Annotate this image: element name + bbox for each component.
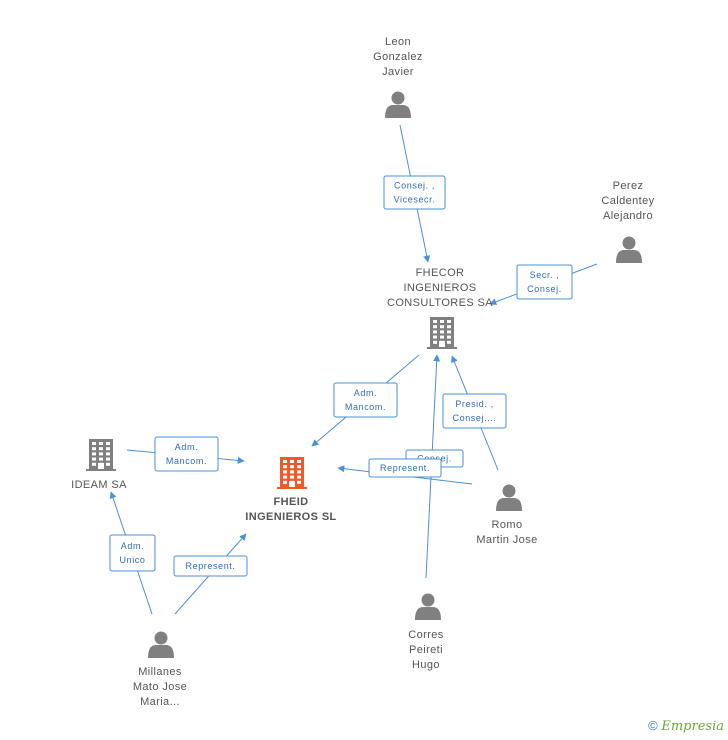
edge-romo-fheid[interactable]: Represent.: [337, 458, 473, 485]
edge-fhecor-fheid[interactable]: Adm. Mancom.: [311, 354, 420, 447]
edge-label-text: Unico: [119, 555, 145, 565]
person-icon: [496, 484, 522, 511]
edge-label-box[interactable]: [368, 458, 442, 478]
edge-label-text: Vicesecr.: [394, 195, 436, 205]
node-label: FHECOR: [416, 267, 465, 279]
node-label: Corres: [408, 629, 444, 641]
building-icon: [86, 439, 116, 471]
node-label: Millanes: [138, 666, 182, 678]
node-label: Romo: [492, 519, 523, 531]
edge-label-box[interactable]: [516, 264, 573, 300]
node-label: Javier: [382, 66, 414, 78]
edge-leon-fhecor[interactable]: Consej. , Vicesecr.: [383, 124, 446, 263]
node-label: INGENIEROS: [403, 282, 476, 294]
person-icon: [415, 593, 441, 620]
node-label: Maria...: [140, 696, 180, 708]
footer-brand: © Empresia: [648, 718, 724, 734]
edge-label-text: Adm.: [175, 442, 198, 452]
edge-label-text: Secr. ,: [530, 270, 560, 280]
node-label: CONSULTORES SA: [387, 297, 493, 309]
edge-label-text: Represent.: [185, 561, 235, 571]
node-fhecor[interactable]: FHECOR INGENIEROS CONSULTORES SA: [387, 267, 493, 349]
edge-label-text: Consej....: [452, 413, 496, 423]
node-label: FHEID: [274, 496, 309, 508]
node-label: Mato Jose: [133, 681, 187, 693]
person-icon: [385, 91, 411, 118]
person-icon: [148, 631, 174, 658]
node-label: Alejandro: [603, 210, 653, 222]
edge-label-box[interactable]: [173, 555, 248, 577]
edge-label-box[interactable]: [442, 393, 507, 429]
edge-label-box[interactable]: [333, 382, 398, 418]
edge-label-box[interactable]: [383, 175, 446, 210]
node-label: Perez: [613, 180, 644, 192]
edge-label-text: Mancom.: [345, 402, 386, 412]
node-label: Peireti: [409, 644, 443, 656]
edge-label-text: Represent.: [380, 463, 430, 473]
copyright-symbol: ©: [648, 718, 658, 733]
edge-label-box[interactable]: [109, 534, 156, 572]
node-label: Caldentey: [601, 195, 654, 207]
node-label: Leon: [385, 36, 411, 48]
edge-perez-fhecor[interactable]: Secr. , Consej.: [489, 263, 598, 306]
node-label: IDEAM SA: [71, 479, 127, 491]
building-icon: [427, 317, 457, 349]
node-label: Martin Jose: [476, 534, 537, 546]
nodes-layer: LeonGonzalezJavierPerezCaldenteyAlejandr…: [71, 36, 654, 709]
edge-label-text: Adm.: [121, 541, 144, 551]
node-ideam[interactable]: IDEAM SA: [71, 439, 127, 491]
edge-label-text: Presid. ,: [455, 399, 493, 409]
edge-label-text: Consej.: [527, 284, 562, 294]
building-icon: [277, 457, 307, 489]
brand-name[interactable]: Empresia: [661, 719, 724, 734]
node-label: Gonzalez: [373, 51, 423, 63]
edges-layer: Consej. , Vicesecr. Secr. , Consej. Adm. Manc…: [109, 124, 598, 615]
edge-label-box[interactable]: [154, 436, 219, 472]
node-fheid[interactable]: FHEID INGENIEROS SL: [245, 457, 336, 523]
edge-ideam-fheid[interactable]: Adm. Mancom.: [126, 436, 245, 472]
edge-label-text: Mancom.: [166, 456, 207, 466]
edge-romo-fhecor[interactable]: Presid. , Consej....: [442, 355, 507, 471]
edge-label-text: Adm.: [354, 388, 377, 398]
edge-millanes-ideam[interactable]: Adm. Unico: [109, 491, 156, 615]
edge-label-text: Consej. ,: [394, 181, 435, 191]
person-icon: [616, 236, 642, 263]
edge-millanes-fheid[interactable]: Represent.: [173, 533, 248, 615]
node-label: INGENIEROS SL: [245, 511, 336, 523]
node-label: Hugo: [412, 659, 440, 671]
